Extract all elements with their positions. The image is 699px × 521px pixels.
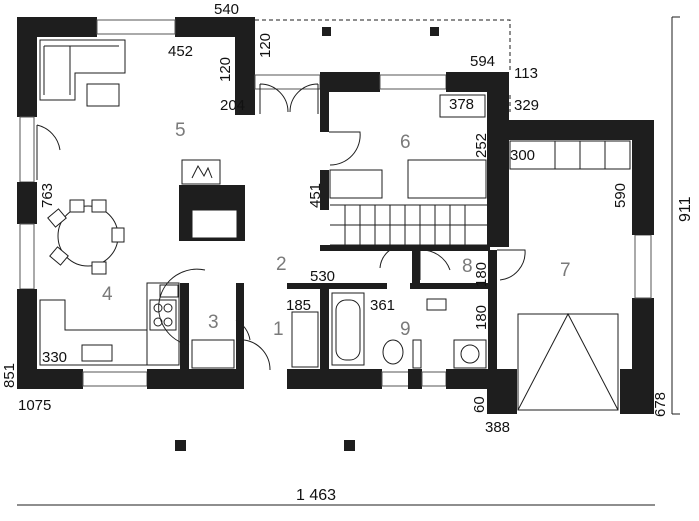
dim-label: 678 (652, 392, 669, 417)
walls (17, 17, 654, 414)
room-number-9: 9 (400, 319, 411, 340)
dim-label: 185 (286, 297, 311, 314)
dim-label: 851 (1, 363, 18, 388)
room-number-7: 7 (560, 260, 571, 281)
dim-label: 388 (485, 419, 510, 436)
dim-label: 180 (473, 305, 490, 330)
dim-label: 252 (473, 133, 490, 158)
dim-label: 763 (39, 183, 56, 208)
dim-label: 300 (510, 147, 535, 164)
terrace-post (430, 27, 439, 36)
dim-label: 451 (307, 183, 324, 208)
terrace-post (322, 27, 331, 36)
dim-label: 361 (370, 297, 395, 314)
dimension-lines (17, 16, 680, 506)
dim-label: 180 (473, 262, 490, 287)
dim-label: 378 (449, 96, 474, 113)
dim-label: 120 (257, 33, 274, 58)
dim-label: 530 (310, 268, 335, 285)
dim-label: 452 (168, 43, 193, 60)
room-number-3: 3 (208, 312, 219, 333)
dim-label: 120 (217, 57, 234, 82)
room-number-8: 8 (462, 256, 473, 277)
dim-label: 60 (471, 396, 488, 413)
dim-label: 329 (514, 97, 539, 114)
dim-label: 540 (214, 1, 239, 18)
room-number-1: 1 (273, 319, 284, 340)
room-number-6: 6 (400, 132, 411, 153)
dim-label: 1 463 (296, 487, 336, 504)
dim-label: 590 (612, 183, 629, 208)
dim-label: 330 (42, 349, 67, 366)
dim-label: 113 (514, 65, 538, 82)
terrace-outline (255, 19, 511, 112)
dim-label: 911 (677, 196, 694, 222)
porch-post (175, 440, 186, 451)
porch-post (344, 440, 355, 451)
dim-label: 204 (220, 97, 245, 114)
fireplace-icon (181, 159, 221, 185)
room-number-5: 5 (175, 120, 186, 141)
dim-label: 1075 (18, 397, 51, 414)
room-number-4: 4 (102, 284, 113, 305)
furniture (36, 39, 631, 411)
dim-label: 594 (470, 53, 495, 70)
room-number-2: 2 (276, 254, 287, 275)
